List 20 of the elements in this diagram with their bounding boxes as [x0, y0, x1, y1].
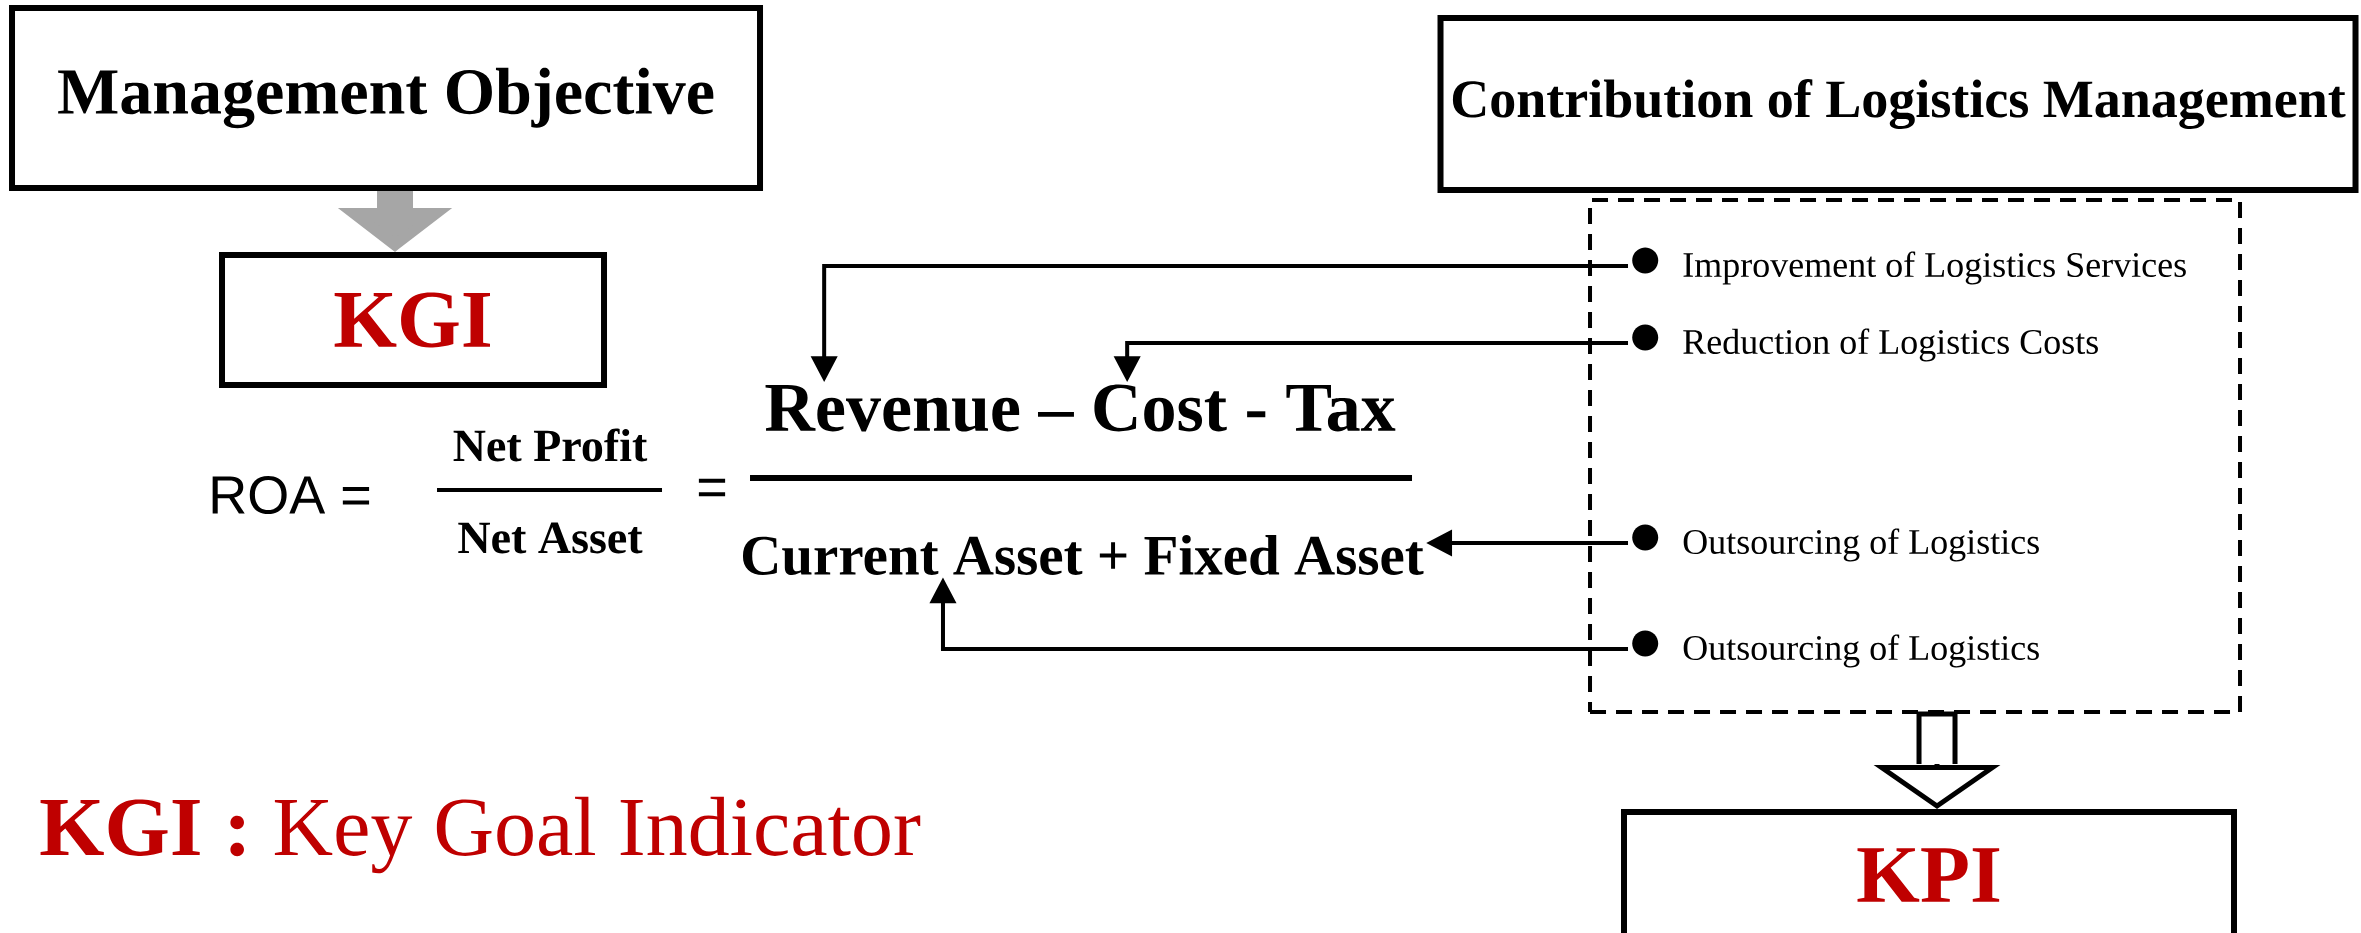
numerator-text: Revenue – Cost - Tax	[765, 384, 1396, 432]
node-label: Improvement of Logistics Services	[1683, 251, 2186, 285]
indicator-box: KPI	[1621, 809, 2237, 933]
bullet-item: Improvement of Logistics Services	[1632, 247, 2186, 285]
numerator-text: Net Profit	[453, 428, 648, 462]
legend-note: KGI : Key Goal Indicator	[40, 796, 921, 874]
node-label: Reduction of Logistics Costs	[1683, 328, 2098, 362]
title-box: Contribution of Logistics Management	[1437, 15, 2359, 193]
bullet-item: Outsourcing of Logistics	[1632, 630, 2039, 668]
formula-text: ROA =	[212, 475, 370, 515]
dashed-group-box	[1588, 198, 2242, 714]
title-box: Management Objective	[9, 5, 763, 191]
indicator-box: KGI	[219, 252, 607, 388]
bullet-item: Reduction of Logistics Costs	[1632, 324, 2098, 362]
equals-sign: =	[698, 478, 726, 497]
denominator-text: Current Asset + Fixed Asset	[742, 534, 1424, 576]
bullet-item: Outsourcing of Logistics	[1632, 524, 2039, 562]
denominator-text: Net Asset	[458, 522, 643, 554]
node-label: Outsourcing of Logistics	[1683, 634, 2039, 668]
node-label: Outsourcing of Logistics	[1683, 528, 2039, 562]
